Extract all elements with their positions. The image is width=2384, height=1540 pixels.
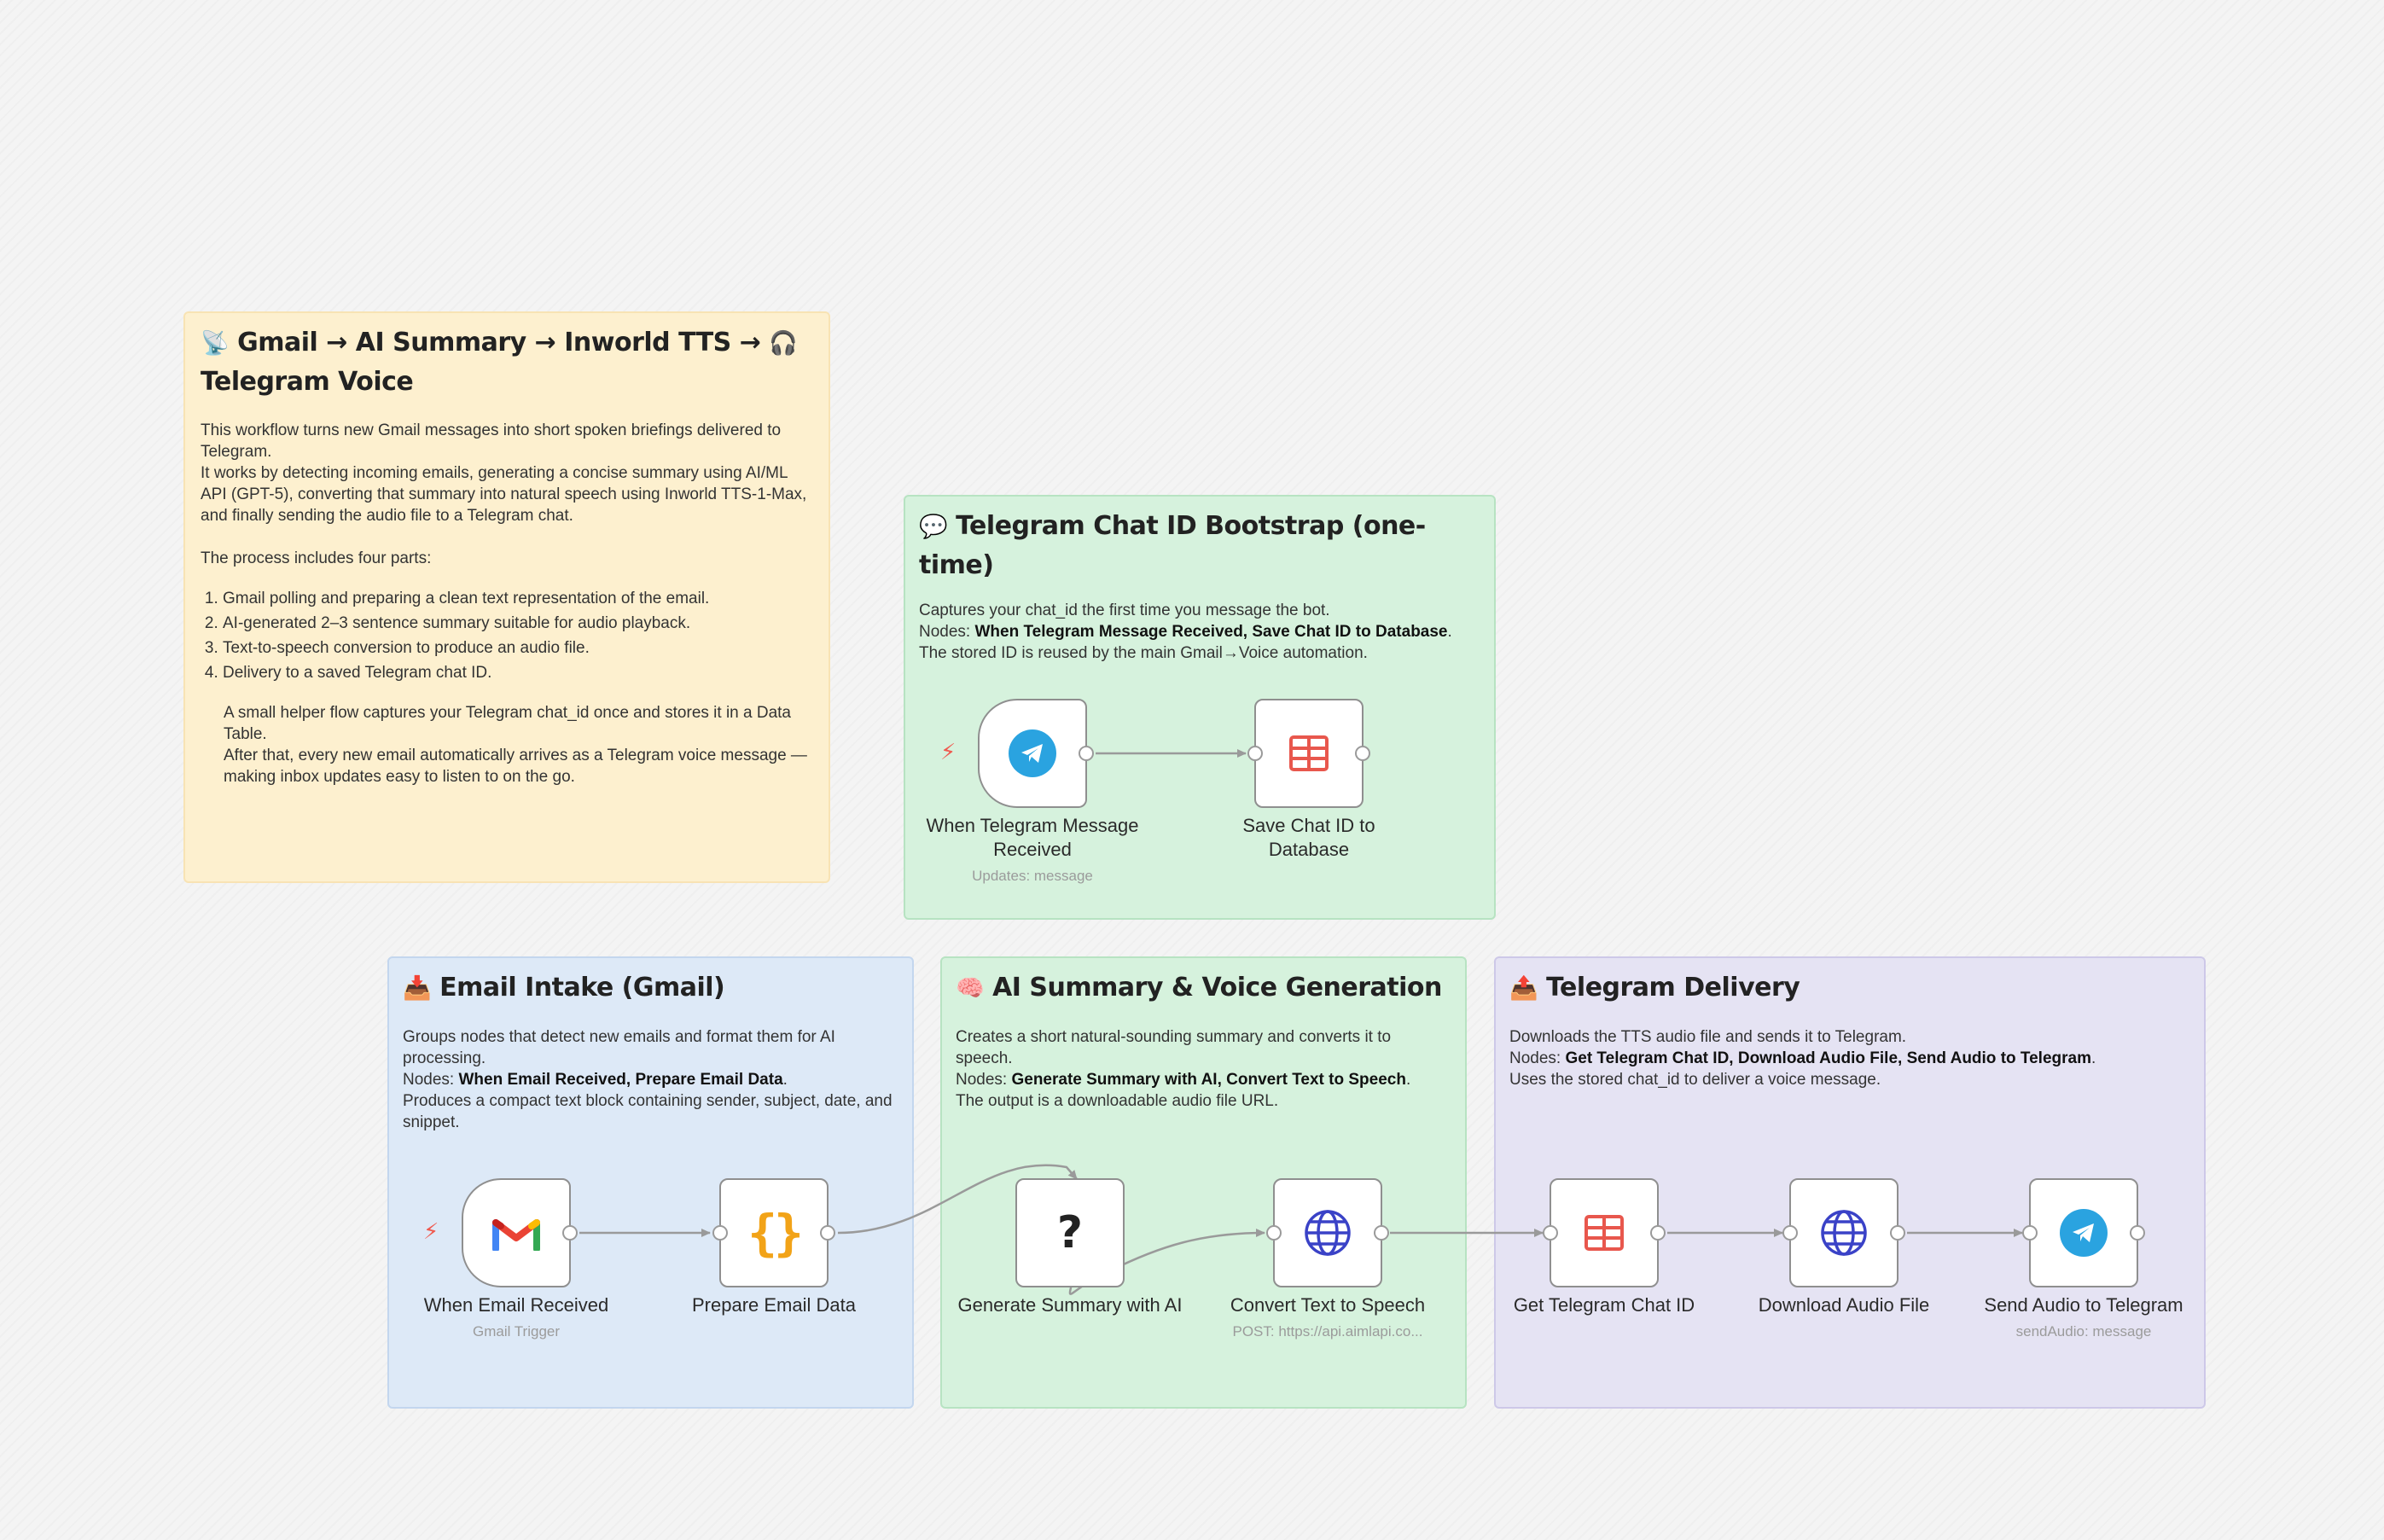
node-label: Get Telegram Chat ID	[1513, 1294, 1695, 1316]
delivery-title: 📤 Telegram Delivery	[1509, 973, 1800, 1002]
node-subtitle: sendAudio: message	[2015, 1323, 2152, 1340]
list-item: Delivery to a saved Telegram chat ID.	[223, 660, 813, 685]
node-label: Prepare Email Data	[692, 1294, 856, 1316]
node-when-email-received[interactable]	[462, 1178, 578, 1287]
trigger-bolt-icon: ⚡	[423, 1218, 439, 1244]
workflow-overview-note[interactable]: 📡 Gmail → AI Summary → Inworld TTS → 🎧 T…	[183, 311, 830, 883]
table-icon	[1584, 1215, 1624, 1251]
overview-text: The process includes four parts:	[201, 549, 432, 567]
node-when-telegram-message-received[interactable]	[978, 699, 1094, 808]
overview-text: It works by detecting incoming emails, g…	[201, 464, 807, 525]
input-port[interactable]	[1266, 1225, 1282, 1241]
question-icon: ?	[1056, 1207, 1084, 1258]
node-get-telegram-chat-id[interactable]	[1543, 1178, 1666, 1287]
node-send-audio-to-telegram[interactable]	[2022, 1178, 2145, 1287]
outbox-tray-icon: 📤	[1509, 975, 1538, 1002]
input-port[interactable]	[1247, 746, 1263, 761]
output-port[interactable]	[1079, 746, 1094, 761]
satellite-dish-icon: 📡	[201, 330, 230, 357]
ai-summary-title: 🧠 AI Summary & Voice Generation	[956, 973, 1442, 1002]
overview-title: 📡 Gmail → AI Summary → Inworld TTS → 🎧 T…	[201, 328, 798, 397]
node-download-audio-file[interactable]	[1782, 1178, 1905, 1287]
node-subtitle: Updates: message	[972, 868, 1093, 884]
email-intake-title: 📥 Email Intake (Gmail)	[403, 973, 725, 1002]
table-icon	[1289, 735, 1329, 771]
email-intake-note[interactable]: 📥 Email Intake (Gmail) Groups nodes that…	[387, 956, 914, 1409]
output-port[interactable]	[820, 1225, 835, 1241]
overview-text: This workflow turns new Gmail messages i…	[201, 421, 782, 461]
globe-icon	[1821, 1210, 1867, 1256]
input-port[interactable]	[1543, 1225, 1558, 1241]
node-label: Generate Summary with AI	[957, 1294, 1183, 1316]
output-port[interactable]	[1890, 1225, 1905, 1241]
node-subtitle: Gmail Trigger	[472, 1323, 561, 1340]
output-port[interactable]	[2130, 1225, 2145, 1241]
input-port[interactable]	[2022, 1225, 2038, 1241]
braces-icon: {}	[747, 1204, 804, 1262]
node-label: Save Chat ID to Database	[1242, 815, 1375, 860]
list-item: AI-generated 2–3 sentence summary suitab…	[223, 611, 813, 636]
bootstrap-title: 💬 Telegram Chat ID Bootstrap (one-time)	[919, 511, 1426, 580]
gmail-icon	[492, 1219, 540, 1251]
node-generate-summary-with-ai[interactable]: ?	[1015, 1178, 1125, 1287]
overview-text: A small helper flow captures your Telegr…	[224, 704, 791, 743]
connection-prepare-to-summary	[837, 1164, 1078, 1235]
steps-list: Gmail polling and preparing a clean text…	[201, 586, 813, 685]
node-subtitle: POST: https://api.aimlapi.co...	[1232, 1323, 1423, 1340]
input-port[interactable]	[712, 1225, 728, 1241]
output-port[interactable]	[1650, 1225, 1666, 1241]
telegram-icon	[2060, 1209, 2108, 1257]
overview-text: After that, every new email automaticall…	[224, 747, 807, 786]
node-label: When Email Received	[423, 1294, 609, 1316]
node-convert-text-to-speech[interactable]	[1266, 1178, 1389, 1287]
output-port[interactable]	[562, 1225, 578, 1241]
output-port[interactable]	[1374, 1225, 1389, 1241]
list-item: Gmail polling and preparing a clean text…	[223, 586, 813, 611]
node-label: Download Audio File	[1758, 1294, 1930, 1316]
headphones-icon: 🎧	[769, 330, 798, 357]
telegram-icon	[1009, 729, 1056, 777]
trigger-bolt-icon: ⚡	[940, 739, 957, 764]
globe-icon	[1305, 1210, 1351, 1256]
list-item: Text-to-speech conversion to produce an …	[223, 636, 813, 660]
inbox-tray-icon: 📥	[403, 975, 432, 1002]
node-label: Convert Text to Speech	[1230, 1294, 1426, 1316]
brain-icon: 🧠	[956, 975, 985, 1002]
node-label: Send Audio to Telegram	[1984, 1294, 2183, 1316]
node-label: When Telegram Message Received	[926, 815, 1139, 860]
node-save-chat-id-to-database[interactable]	[1247, 699, 1370, 808]
output-port[interactable]	[1355, 746, 1370, 761]
node-prepare-email-data[interactable]: {}	[712, 1178, 835, 1287]
input-port[interactable]	[1782, 1225, 1798, 1241]
speech-bubble-icon: 💬	[919, 514, 948, 540]
